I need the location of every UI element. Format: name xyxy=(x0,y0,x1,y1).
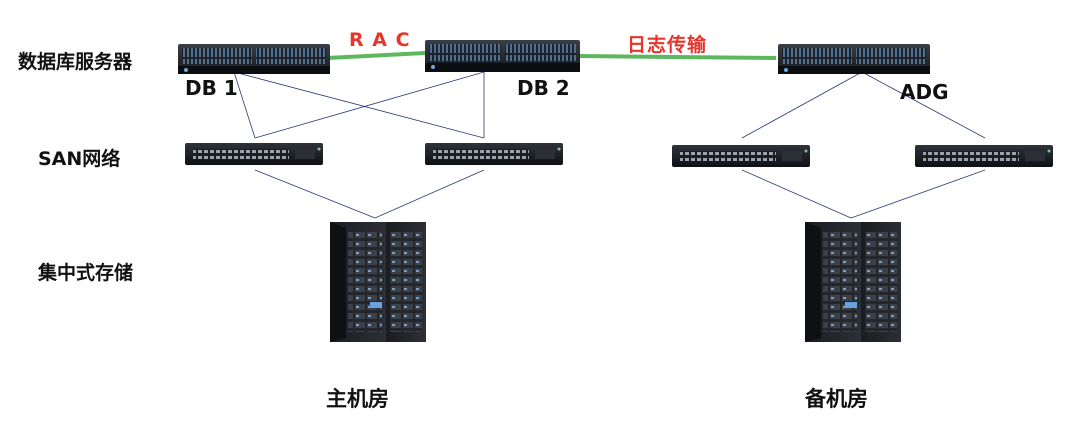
log-shipping-link-line xyxy=(577,54,777,60)
san-connections xyxy=(233,71,986,219)
conn-db1-sw2 xyxy=(233,71,485,139)
server-db2 xyxy=(425,40,580,72)
conn-sw1-storage1 xyxy=(254,169,376,219)
san-switch-4 xyxy=(915,145,1053,167)
conn-sw4-storage2 xyxy=(850,169,986,219)
storage-rack-standby xyxy=(805,222,901,342)
conn-sw2-storage1 xyxy=(374,169,485,219)
storage-rack-primary xyxy=(330,222,426,342)
rac-link-line xyxy=(326,51,426,60)
row-label-san-network: SAN网络 xyxy=(38,148,121,170)
conn-db2-sw1 xyxy=(254,71,485,139)
server-adg xyxy=(778,44,930,74)
san-switch-3 xyxy=(672,145,810,167)
server-label-db1: DB 1 xyxy=(185,76,238,100)
conn-db1-sw1 xyxy=(233,71,256,139)
row-label-central-storage: 集中式存储 xyxy=(38,262,134,284)
rac-link-label: R A C xyxy=(349,29,411,51)
san-switch-1 xyxy=(185,143,323,165)
conn-sw3-storage2 xyxy=(741,169,852,219)
san-switch-2 xyxy=(425,143,563,165)
server-label-adg: ADG xyxy=(900,80,949,104)
site-label-standby: 备机房 xyxy=(805,387,868,411)
server-db1 xyxy=(178,44,330,74)
log-shipping-link-label: 日志传输 xyxy=(627,34,708,56)
conn-adg-sw4 xyxy=(861,71,986,139)
row-label-database-servers: 数据库服务器 xyxy=(18,51,133,73)
conn-adg-sw3 xyxy=(741,71,863,139)
server-label-db2: DB 2 xyxy=(517,76,570,100)
site-label-primary: 主机房 xyxy=(326,387,389,411)
